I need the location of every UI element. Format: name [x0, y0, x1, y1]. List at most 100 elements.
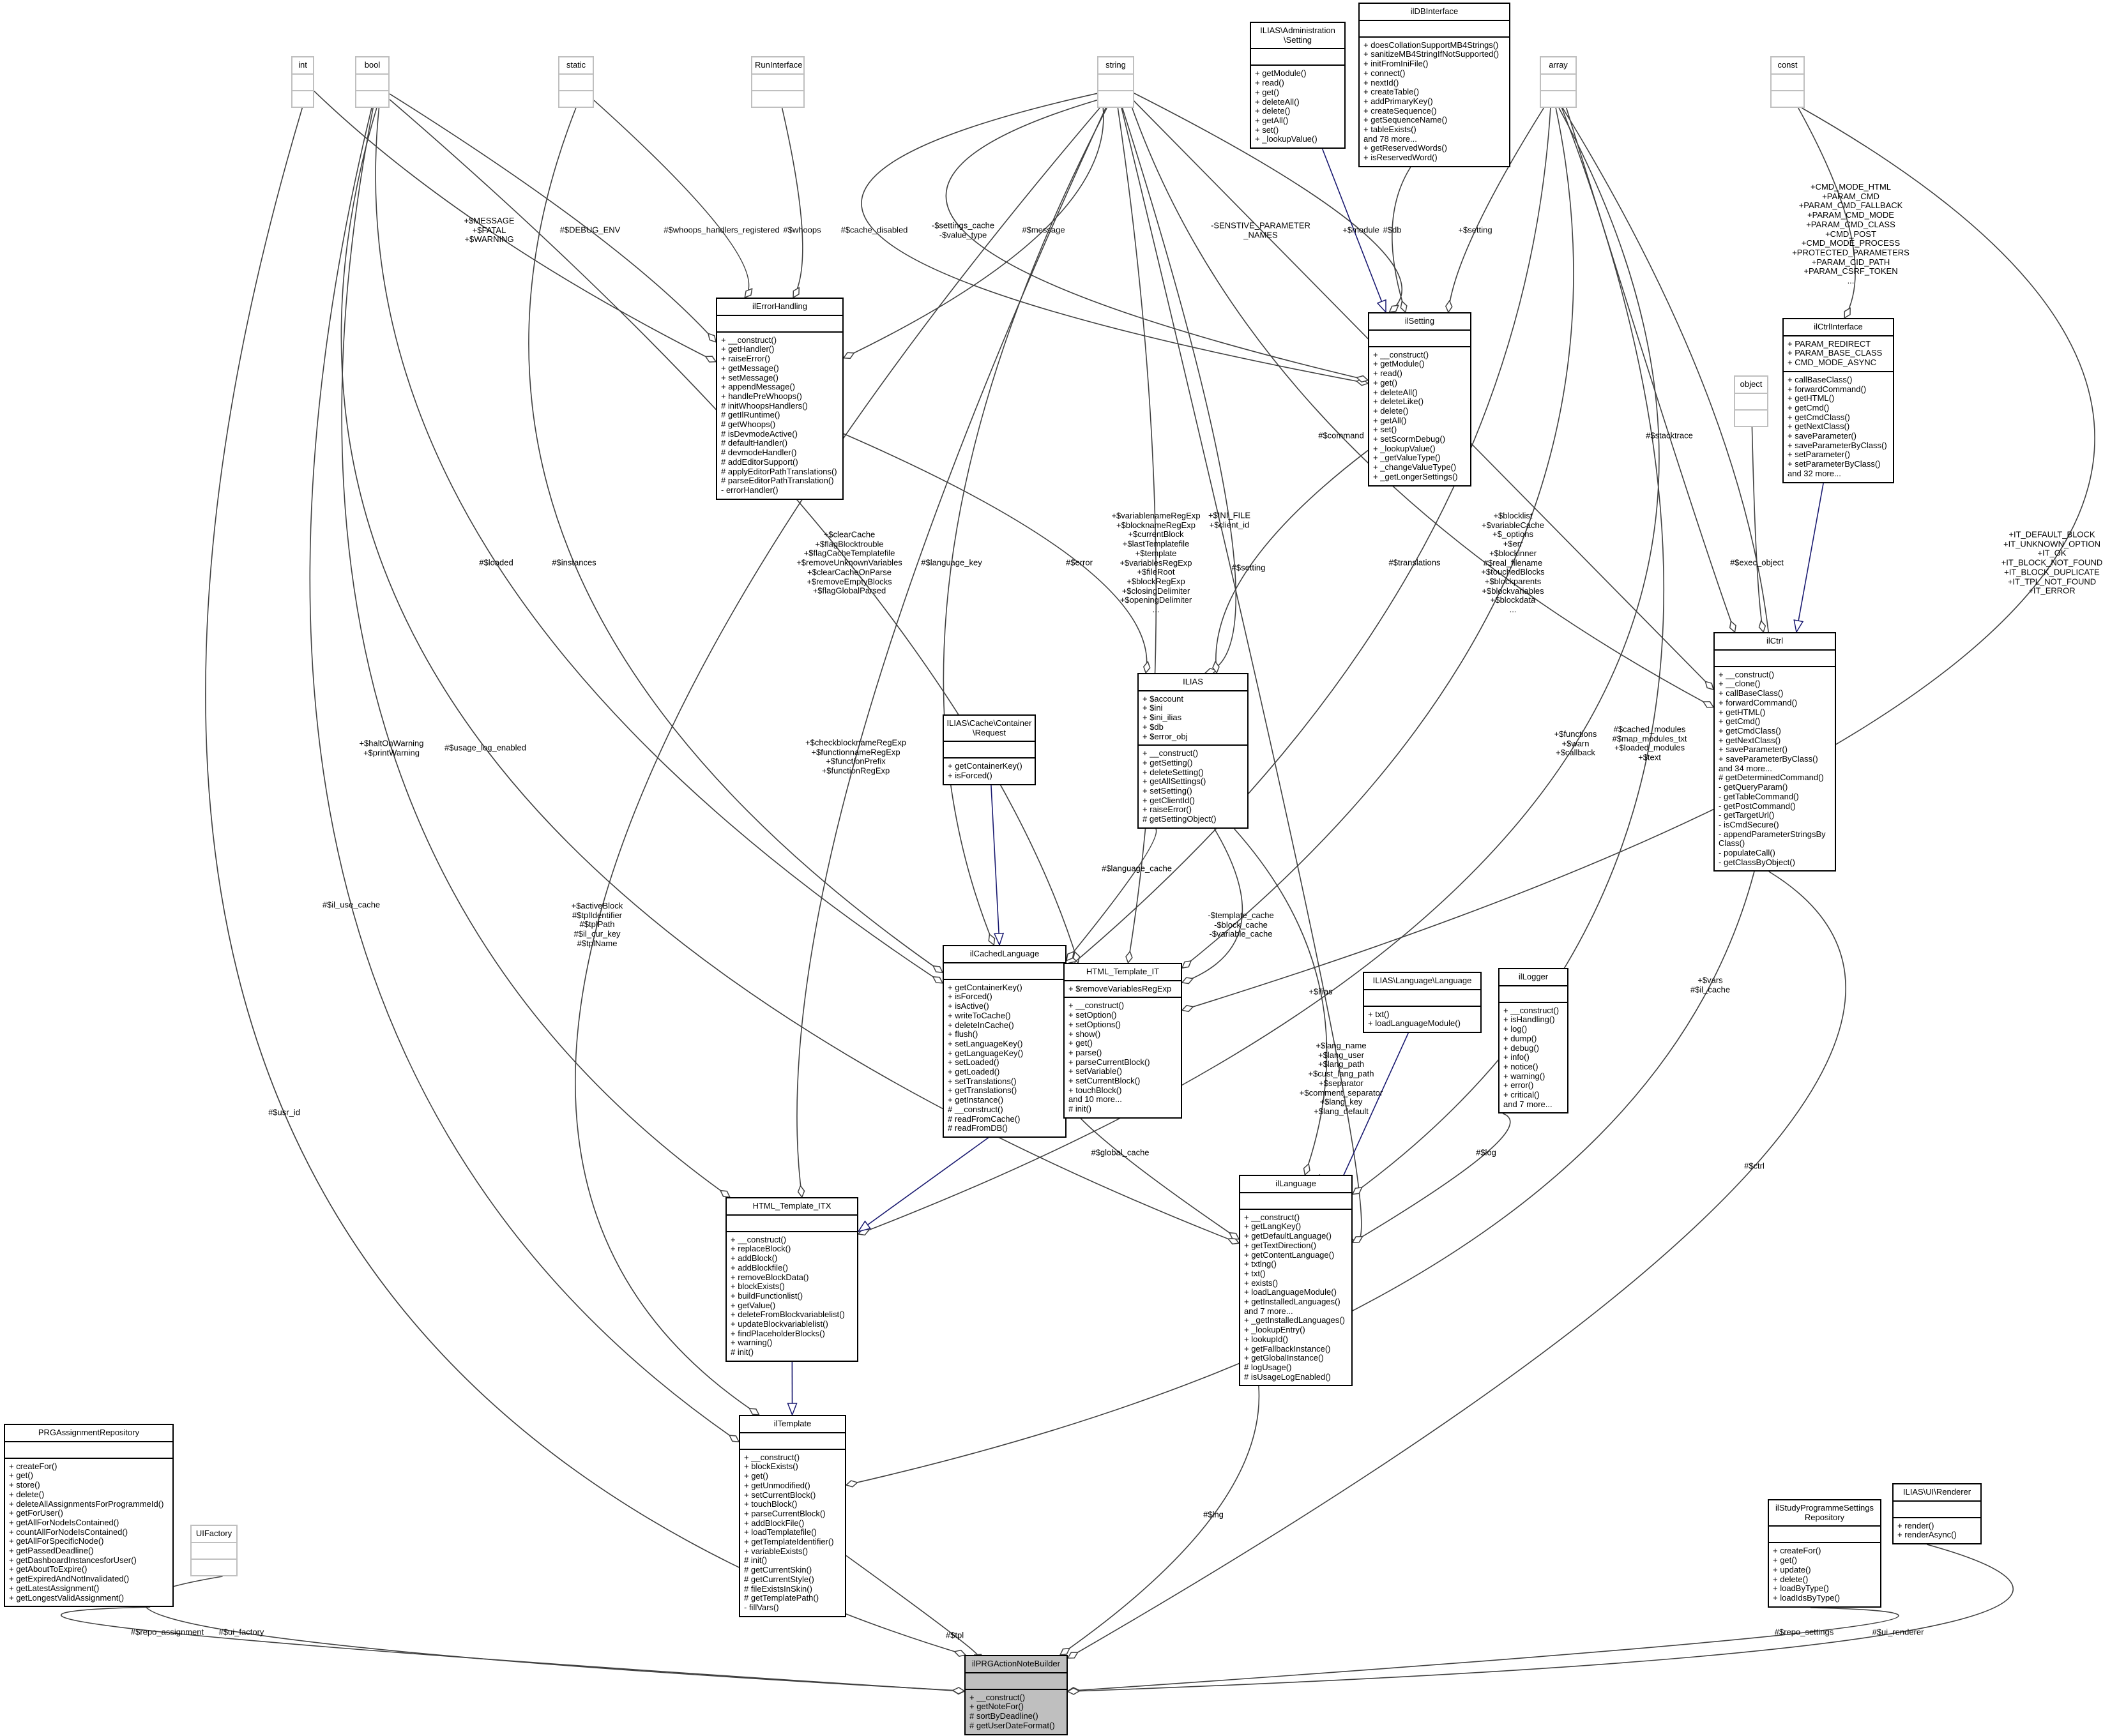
class-node-static[interactable]: static	[558, 56, 594, 108]
method: - getTableCommand()	[1719, 791, 1799, 801]
usage-edge	[861, 93, 1368, 383]
class-methods: + txt()+ loadLanguageModule()	[1364, 1007, 1480, 1032]
method: + deleteFromBlockvariablelist()	[731, 1310, 845, 1320]
usage-edge	[1134, 93, 1402, 312]
method: # addEditorSupport()	[721, 457, 798, 467]
class-node-ilias[interactable]: ILIAS+ $account+ $ini+ $ini_ilias+ $db+ …	[1137, 673, 1249, 829]
method: # getCurrentSkin()	[744, 1565, 812, 1575]
method: + _getLongerSettings()	[1373, 471, 1458, 481]
method: + log()	[1503, 1024, 1528, 1034]
method: + forwardCommand()	[1719, 697, 1798, 707]
class-attributes	[740, 1433, 845, 1450]
class-node-iltemplate[interactable]: ilTemplate+ __construct()+ blockExists()…	[739, 1415, 846, 1617]
class-node-ilsetting[interactable]: ilSetting+ __construct()+ getModule()+ r…	[1368, 312, 1471, 487]
class-node-const[interactable]: const	[1770, 56, 1805, 108]
class-node-prgassignmentrepository[interactable]: PRGAssignmentRepository+ createFor()+ ge…	[4, 1424, 174, 1608]
class-node-html_template_it[interactable]: HTML_Template_IT+ $removeVariablesRegExp…	[1063, 963, 1182, 1119]
method: + addBlockFile()	[744, 1518, 805, 1528]
class-name: int	[292, 57, 313, 75]
edge-label: #$il_use_cache	[322, 900, 381, 910]
method: + warning()	[1503, 1071, 1545, 1081]
method: + addBlock()	[731, 1253, 778, 1264]
usage-edge	[309, 107, 739, 1442]
method: and 78 more...	[1363, 133, 1417, 144]
method: + deleteAllAssignmentsForProgrammeId()	[9, 1498, 164, 1509]
method: + getGlobalInstance()	[1244, 1353, 1324, 1363]
class-attributes	[1769, 1527, 1880, 1544]
usage-edge	[375, 107, 943, 983]
edge-label: +$lang_name +$lang_user +$lang_path +$cu…	[1299, 1041, 1383, 1117]
method: + touchBlock()	[1068, 1085, 1122, 1095]
method: + appendMessage()	[721, 382, 795, 392]
method: + setLoaded()	[948, 1057, 999, 1068]
method: + getLatestAssignment()	[9, 1583, 100, 1593]
class-methods: + callBaseClass()+ forwardCommand()+ get…	[1784, 372, 1893, 482]
method: + deleteAll()	[1373, 387, 1418, 397]
class-node-string[interactable]: string	[1097, 56, 1134, 108]
edge-label: #$cache_disabled	[840, 225, 908, 235]
class-node-int[interactable]: int	[291, 56, 314, 108]
method: + __construct()	[721, 335, 777, 345]
class-node-bool[interactable]: bool	[355, 56, 390, 108]
usage-edge	[1068, 871, 1846, 1658]
class-methods: + __construct()+ blockExists()+ get()+ g…	[740, 1450, 845, 1616]
class-node-uifactory[interactable]: UIFactory	[190, 1525, 238, 1576]
class-node-langlanguage[interactable]: ILIAS\Language\Language+ txt()+ loadLang…	[1363, 972, 1482, 1034]
class-attributes	[1240, 1193, 1351, 1210]
method: + setScormDebug()	[1373, 434, 1446, 444]
class-attributes	[1364, 990, 1480, 1007]
method: # __construct()	[948, 1104, 1003, 1114]
method: + _lookupValue()	[1373, 443, 1436, 453]
edge-label: #$repo_assignment	[130, 1627, 204, 1637]
usage-edge	[205, 107, 966, 1655]
class-methods	[752, 91, 803, 107]
method: # init()	[1068, 1104, 1092, 1114]
method: + getPassedDeadline()	[9, 1546, 94, 1556]
class-node-object[interactable]: object	[1734, 375, 1768, 427]
method: - isCmdSecure()	[1719, 819, 1779, 829]
method: + delete()	[9, 1489, 45, 1499]
attribute: + CMD_MODE_ASYNC	[1788, 358, 1877, 368]
method: + getAllForSpecificNode()	[9, 1536, 104, 1546]
class-node-ildbinterface[interactable]: ilDBInterface+ doesCollationSupportMB4St…	[1358, 3, 1510, 167]
class-attributes	[1499, 986, 1567, 1003]
usage-edge	[389, 93, 716, 342]
method: + getSetting()	[1143, 757, 1193, 767]
method: + getReservedWords()	[1363, 143, 1447, 153]
class-node-ilerrorhandling[interactable]: ilErrorHandling+ __construct()+ getHandl…	[716, 298, 844, 500]
edge-label: #$stacktrace	[1646, 430, 1693, 441]
method: + setParameter()	[1788, 449, 1850, 460]
usage-edge	[844, 107, 1104, 358]
method: + set()	[1373, 425, 1397, 435]
method: + loadTemplatefile()	[744, 1527, 817, 1537]
method: + update()	[1773, 1564, 1811, 1574]
class-node-ilctrl[interactable]: ilCtrl+ __construct()+ __clone()+ callBa…	[1713, 632, 1836, 872]
class-node-adminsetting[interactable]: ILIAS\Administration \Setting+ getModule…	[1250, 22, 1346, 149]
method: + getHTML()	[1719, 707, 1766, 717]
edge-label: #$loaded	[479, 557, 513, 568]
attribute: + $ini_ilias	[1143, 713, 1182, 723]
class-node-html_template_itx[interactable]: HTML_Template_ITX+ __construct()+ replac…	[725, 1197, 858, 1362]
method: - fillVars()	[744, 1602, 779, 1612]
class-node-uirenderer[interactable]: ILIAS\UI\Renderer+ render()+ renderAsync…	[1892, 1483, 1982, 1545]
method: + __construct()	[1068, 1000, 1125, 1011]
class-node-runinterface[interactable]: RunInterface	[751, 56, 805, 108]
class-methods	[1772, 91, 1803, 107]
edge-label: +$vars #$il_cache	[1690, 975, 1731, 994]
class-methods	[1735, 411, 1767, 426]
class-node-request[interactable]: ILIAS\Cache\Container \Request+ getConta…	[943, 714, 1036, 785]
class-node-ilprgactionnotebuilder[interactable]: ilPRGActionNoteBuilder+ __construct()+ g…	[964, 1655, 1068, 1735]
class-node-illanguage[interactable]: ilLanguage+ __construct()+ getLangKey()+…	[1239, 1175, 1353, 1387]
method: # getTemplatePath()	[744, 1593, 819, 1603]
class-attributes	[1098, 75, 1133, 91]
method: # readFromCache()	[948, 1113, 1021, 1124]
method: + setCurrentBlock()	[744, 1490, 816, 1500]
class-node-ilstudyprogrammesettingsrepository[interactable]: ilStudyProgrammeSettings Repository+ cre…	[1768, 1499, 1881, 1608]
usage-edge	[1448, 107, 1545, 312]
class-node-ilctrlinterface[interactable]: ilCtrlInterface+ PARAM_REDIRECT+ PARAM_B…	[1782, 318, 1894, 483]
class-node-ilcachedlanguage[interactable]: ilCachedLanguage+ getContainerKey()+ isF…	[943, 945, 1067, 1138]
method: + getFallbackInstance()	[1244, 1343, 1331, 1354]
class-node-array[interactable]: array	[1540, 56, 1577, 108]
class-node-illogger[interactable]: ilLogger+ __construct()+ isHandling()+ l…	[1498, 968, 1568, 1114]
method: # fileExistsInSkin()	[744, 1583, 812, 1594]
